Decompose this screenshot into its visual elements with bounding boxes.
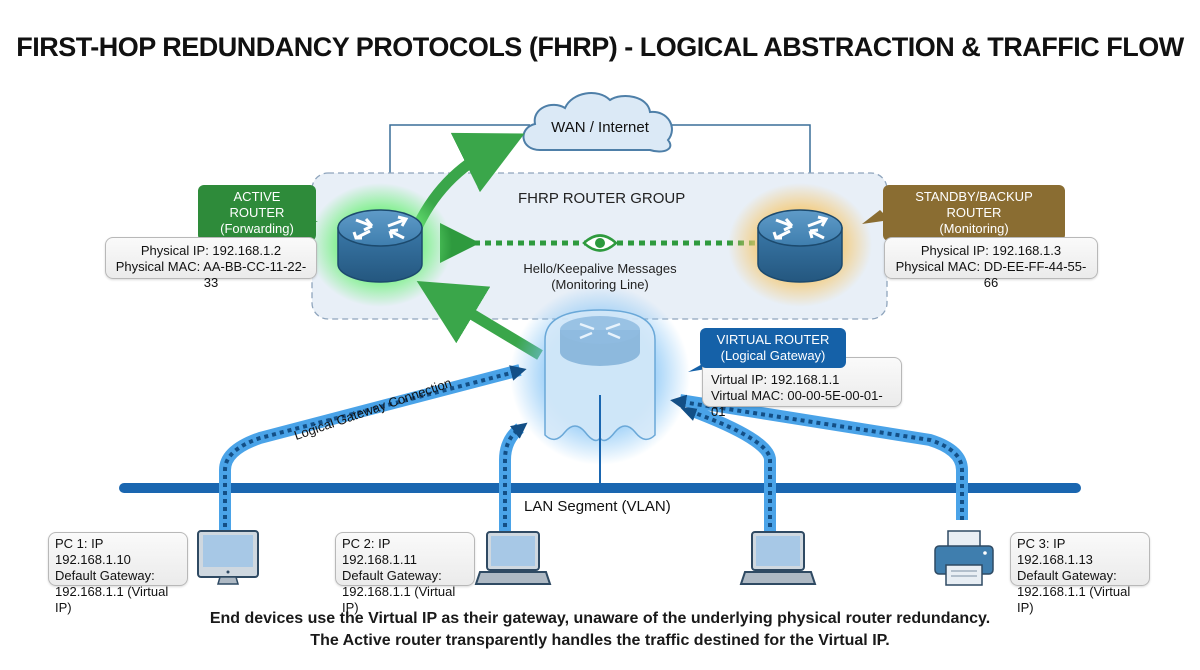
diagram-title: FIRST-HOP REDUNDANCY PROTOCOLS (FHRP) - … [16,32,1184,62]
pc1-gateway-value: 192.168.1.1 (Virtual IP) [55,584,169,615]
active-router-callout: ACTIVE ROUTER (Forwarding) [198,185,316,241]
desktop-icon[interactable] [197,530,259,585]
virtual-router-ip: Virtual IP: 192.168.1.1 [711,372,840,387]
active-router-state: (Forwarding) [220,221,294,236]
active-router-role: ACTIVE ROUTER [229,189,285,220]
virtual-router-state: (Logical Gateway) [720,348,826,363]
virtual-router-mac: Virtual MAC: 00-00-5E-00-01-01 [711,388,883,419]
pc1-ip: PC 1: IP 192.168.1.10 [55,536,131,567]
pc2-ip: PC 2: IP 192.168.1.11 [342,536,417,567]
virtual-router-icon[interactable] [510,285,690,465]
laptop-icon-2[interactable] [739,531,817,585]
pc3-gateway-value: 192.168.1.1 (Virtual IP) [1017,584,1131,615]
cloud-icon[interactable] [522,92,673,153]
pc1-gateway-label: Default Gateway: [55,568,155,583]
active-router-icon[interactable] [308,183,452,307]
virtual-router-callout: VIRTUAL ROUTER (Logical Gateway) [700,328,846,368]
router-group-title: FHRP ROUTER GROUP [518,190,686,207]
standby-router-icon[interactable] [728,183,872,307]
standby-router-info: Physical IP: 192.168.1.3 Physical MAC: D… [884,237,1098,290]
pc2-info: PC 2: IP 192.168.1.11 Default Gateway: 1… [335,532,475,615]
footer-line-1: End devices use the Virtual IP as their … [209,610,991,627]
pc3-ip: PC 3: IP 192.168.1.13 [1017,536,1093,567]
monitoring-label-line1: Hello/Keepalive Messages [523,261,677,276]
standby-router-role: STANDBY/BACKUP ROUTER [915,189,1033,220]
monitoring-label: Hello/Keepalive Messages (Monitoring Lin… [500,261,700,293]
pc3-gateway-label: Default Gateway: [1017,568,1117,583]
laptop-icon[interactable] [474,531,552,585]
wan-label: WAN / Internet [551,119,649,136]
standby-router-ip: Physical IP: 192.168.1.3 [920,243,1062,258]
standby-router-mac: Physical MAC: DD-EE-FF-44-55-66 [895,259,1087,290]
active-router-ip: Physical IP: 192.168.1.2 [140,243,282,258]
active-router-mac: Physical MAC: AA-BB-CC-11-22-33 [115,259,307,290]
active-router-info: Physical IP: 192.168.1.2 Physical MAC: A… [105,237,317,290]
monitoring-label-line2: (Monitoring Line) [551,277,649,292]
footer-line-2: The Active router transparently handles … [310,632,890,649]
pc2-gateway-value: 192.168.1.1 (Virtual IP) [342,584,456,615]
pc2-gateway-label: Default Gateway: [342,568,442,583]
pc1-info: PC 1: IP 192.168.1.10 Default Gateway: 1… [48,532,188,615]
eye-icon [582,234,618,252]
printer-icon[interactable] [934,530,994,586]
standby-router-state: (Monitoring) [939,221,1009,236]
connection-pc1 [219,364,522,535]
standby-router-callout: STANDBY/BACKUP ROUTER (Monitoring) [883,185,1065,241]
lan-segment-label: LAN Segment (VLAN) [524,498,671,515]
logical-gateway-connections [219,364,968,535]
pc3-info: PC 3: IP 192.168.1.13 Default Gateway: 1… [1010,532,1150,615]
virtual-router-role: VIRTUAL ROUTER [716,332,830,347]
